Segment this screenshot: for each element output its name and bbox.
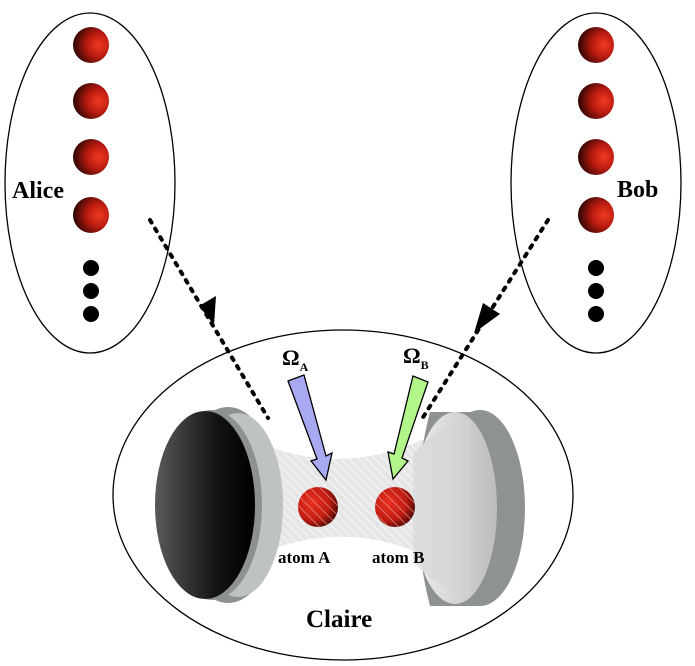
black-dot-icon [588,283,604,299]
red-sphere-icon [578,197,614,233]
omega-b-symbol: Ω [403,343,421,368]
red-sphere-icon [73,27,109,63]
dotted-arrow-alice [148,218,270,420]
alice-label: Alice [12,178,64,204]
laser-beam-b [387,375,429,481]
red-sphere-icon [73,197,109,233]
black-dot-icon [588,306,604,322]
alice-node: Alice [4,12,176,354]
right-mirror [413,410,525,606]
bob-label: Bob [617,177,658,203]
atom-b [375,487,415,527]
red-sphere-icon [73,83,109,119]
black-dot-icon [83,283,99,299]
dotted-arrow-bob [418,218,550,424]
omega-a-label: ΩA [282,345,309,374]
atom-a [298,487,338,527]
atom-a-label: atom A [278,548,331,567]
arrowhead-icon [199,296,216,325]
black-dot-icon [588,260,604,276]
arrowhead-icon [474,303,500,333]
alice-ellipse [4,12,176,354]
claire-node: atom A atom B ΩA ΩB Claire [112,329,574,661]
black-dot-icon [83,306,99,322]
red-sphere-icon [578,27,614,63]
bob-ellipse [510,12,682,354]
claire-label: Claire [306,606,372,633]
black-dot-icon [83,260,99,276]
red-sphere-icon [73,139,109,175]
red-sphere-icon [578,83,614,119]
omega-b-label: ΩB [403,343,429,372]
omega-a-symbol: Ω [282,345,300,370]
red-sphere-icon [578,139,614,175]
laser-beam-a [287,374,333,482]
omega-a-subscript: A [300,360,309,374]
bob-node: Bob [510,12,682,354]
atom-b-label: atom B [372,548,424,567]
left-mirror [155,407,283,603]
omega-b-subscript: B [421,358,429,372]
